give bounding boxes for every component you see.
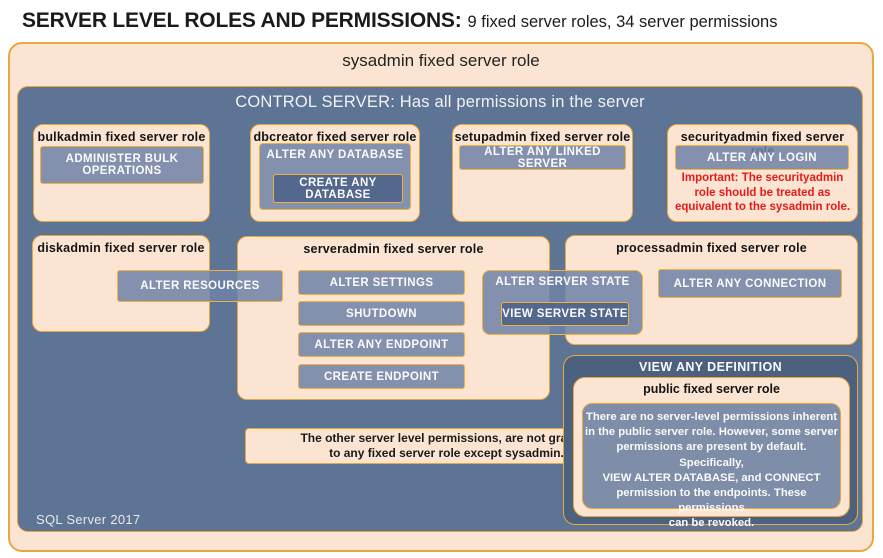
page-title-subtitle: 9 fixed server roles, 34 server permissi… [467,13,778,31]
permission-view-server-state: VIEW SERVER STATE [501,302,629,326]
public-role-title: public fixed server role [643,382,780,396]
view-any-definition-box: VIEW ANY DEFINITION public fixed server … [563,355,858,529]
permission-alter-any-database: ALTER ANY DATABASE CREATE ANY DATABASE [259,143,411,210]
securityadmin-role-box: securityadmin fixed server role [667,124,858,222]
permission-alter-any-endpoint: ALTER ANY ENDPOINT [298,332,465,357]
permission-alter-server-state: ALTER SERVER STATE VIEW SERVER STATE [482,270,643,335]
public-role-box: public fixed server role There are no se… [573,377,850,529]
dbcreator-role-title: dbcreator fixed server role [253,130,417,144]
setupadmin-role-title: setupadmin fixed server role [454,130,631,144]
securityadmin-warning-text: Important: The securityadmin role should… [674,172,851,213]
sysadmin-role-label: sysadmin fixed server role [342,51,540,70]
permission-alter-resources: ALTER RESOURCES [117,270,283,302]
serveradmin-role-title: serveradmin fixed server role [303,242,484,256]
view-any-definition-label: VIEW ANY DEFINITION [638,360,783,374]
page-title: SERVER LEVEL ROLES AND PERMISSIONS: 9 fix… [22,5,872,37]
permission-alter-any-login: ALTER ANY LOGIN [675,145,849,170]
bulkadmin-role-title: bulkadmin fixed server role [37,130,206,144]
permission-alter-settings: ALTER SETTINGS [298,270,465,295]
permission-administer-bulk-operations: ADMINISTER BULK OPERATIONS [40,146,204,184]
permission-alter-any-connection: ALTER ANY CONNECTION [658,269,842,298]
permission-alter-any-linked-server: ALTER ANY LINKED SERVER [459,145,626,170]
processadmin-role-title: processadmin fixed server role [616,241,807,255]
permission-alter-server-state-label: ALTER SERVER STATE [495,276,630,288]
page-title-main: SERVER LEVEL ROLES AND PERMISSIONS: [22,9,462,32]
permission-shutdown: SHUTDOWN [298,301,465,326]
setupadmin-role-box: setupadmin fixed server role [452,124,633,222]
permission-create-endpoint: CREATE ENDPOINT [298,364,465,389]
permission-create-any-database: CREATE ANY DATABASE [273,174,403,203]
control-server-label: CONTROL SERVER: Has all permissions in t… [235,93,645,111]
sql-server-version-label: SQL Server 2017 [36,512,141,527]
diskadmin-role-title: diskadmin fixed server role [37,241,205,255]
public-role-description: There are no server-level permissions in… [582,403,841,529]
permission-alter-any-database-label: ALTER ANY DATABASE [266,149,404,161]
